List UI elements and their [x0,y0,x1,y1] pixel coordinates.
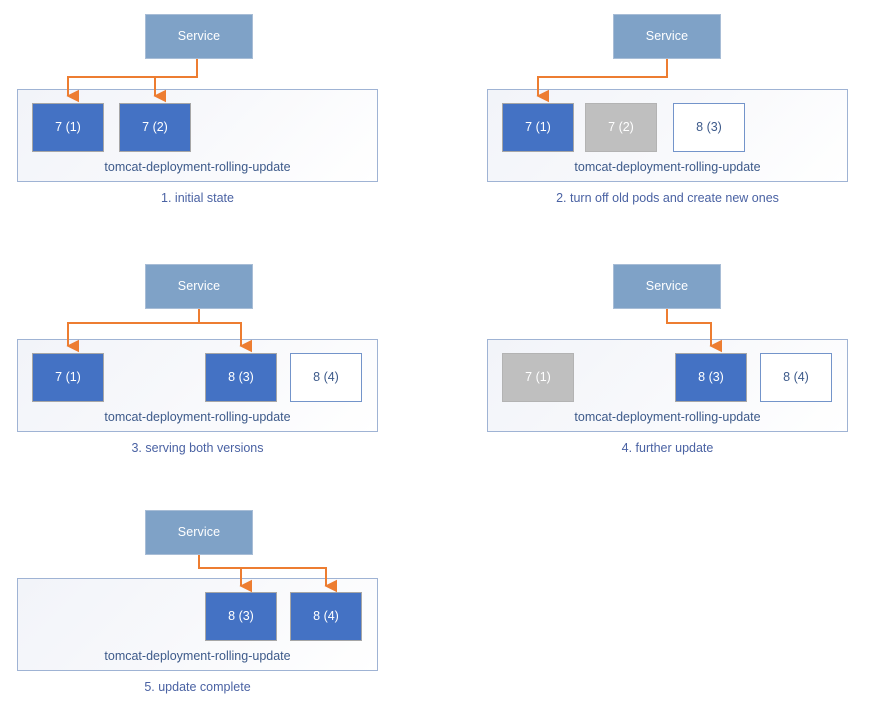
deployment-label: tomcat-deployment-rolling-update [104,648,291,663]
panel-caption: 2. turn off old pods and create new ones [556,191,779,205]
pod-label: 7 (1) [525,120,551,135]
service-label: Service [177,29,221,44]
pod-label: 8 (4) [313,609,339,624]
pod-8-3: 8 (3) [673,103,745,152]
service-label: Service [177,279,221,294]
service-box: Service [613,264,721,309]
service-label: Service [645,279,689,294]
panel-caption: 5. update complete [144,680,251,694]
pod-label: 8 (3) [696,120,722,135]
pod-label: 7 (1) [55,370,81,385]
pod-8-4: 8 (4) [290,592,362,641]
pod-label: 7 (2) [142,120,168,135]
pod-label: 8 (3) [228,609,254,624]
deployment-label: tomcat-deployment-rolling-update [574,409,761,424]
deployment-label: tomcat-deployment-rolling-update [104,409,291,424]
service-box: Service [145,510,253,555]
pod-7-2: 7 (2) [119,103,191,152]
panel-caption: 1. initial state [161,191,234,205]
pod-7-1: 7 (1) [32,353,104,402]
service-label: Service [177,525,221,540]
service-box: Service [145,14,253,59]
pod-7-1: 7 (1) [502,353,574,402]
pod-8-4: 8 (4) [290,353,362,402]
service-box: Service [613,14,721,59]
deployment-label: tomcat-deployment-rolling-update [574,159,761,174]
deployment-label: tomcat-deployment-rolling-update [104,159,291,174]
pod-label: 7 (1) [55,120,81,135]
pod-label: 8 (4) [783,370,809,385]
pod-7-1: 7 (1) [502,103,574,152]
pod-label: 8 (4) [313,370,339,385]
pod-7-1: 7 (1) [32,103,104,152]
pod-label: 8 (3) [228,370,254,385]
pod-label: 8 (3) [698,370,724,385]
panel-caption: 4. further update [621,441,714,455]
pod-8-3: 8 (3) [205,592,277,641]
panel-caption: 3. serving both versions [131,441,264,455]
pod-label: 7 (2) [608,120,634,135]
pod-8-4: 8 (4) [760,353,832,402]
pod-label: 7 (1) [525,370,551,385]
pod-8-3: 8 (3) [205,353,277,402]
pod-7-2: 7 (2) [585,103,657,152]
service-label: Service [645,29,689,44]
service-box: Service [145,264,253,309]
pod-8-3: 8 (3) [675,353,747,402]
